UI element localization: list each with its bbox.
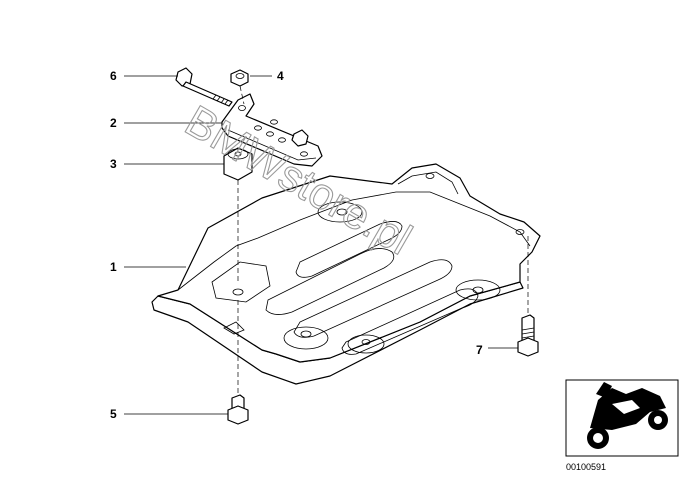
callout-6: 6 bbox=[110, 69, 178, 83]
motorcycle-icon bbox=[587, 382, 668, 449]
svg-text:4: 4 bbox=[277, 69, 284, 83]
rubber-mount bbox=[223, 147, 253, 181]
nut bbox=[230, 69, 249, 87]
skid-plate bbox=[151, 163, 541, 385]
svg-text:7: 7 bbox=[476, 343, 483, 357]
assembly-lines bbox=[237, 85, 529, 394]
callout-2: 2 bbox=[110, 116, 222, 130]
svg-text:5: 5 bbox=[110, 407, 117, 421]
diagram-number: 00100591 bbox=[566, 462, 606, 472]
svg-text:2: 2 bbox=[110, 116, 117, 130]
svg-text:6: 6 bbox=[110, 69, 117, 83]
bolt-right bbox=[517, 314, 539, 357]
callout-1: 1 bbox=[110, 260, 186, 274]
motorcycle-thumbnail: 00100591 bbox=[565, 379, 679, 472]
bolt-left bbox=[227, 394, 249, 425]
long-bolt bbox=[175, 67, 233, 107]
callout-7: 7 bbox=[476, 343, 518, 357]
svg-text:3: 3 bbox=[110, 157, 117, 171]
callout-5: 5 bbox=[110, 407, 228, 421]
svg-text:1: 1 bbox=[110, 260, 117, 274]
callout-3: 3 bbox=[110, 157, 224, 171]
callout-4: 4 bbox=[250, 69, 284, 83]
callouts: 6 4 2 3 1 5 7 bbox=[110, 69, 518, 421]
bracket bbox=[221, 93, 323, 167]
